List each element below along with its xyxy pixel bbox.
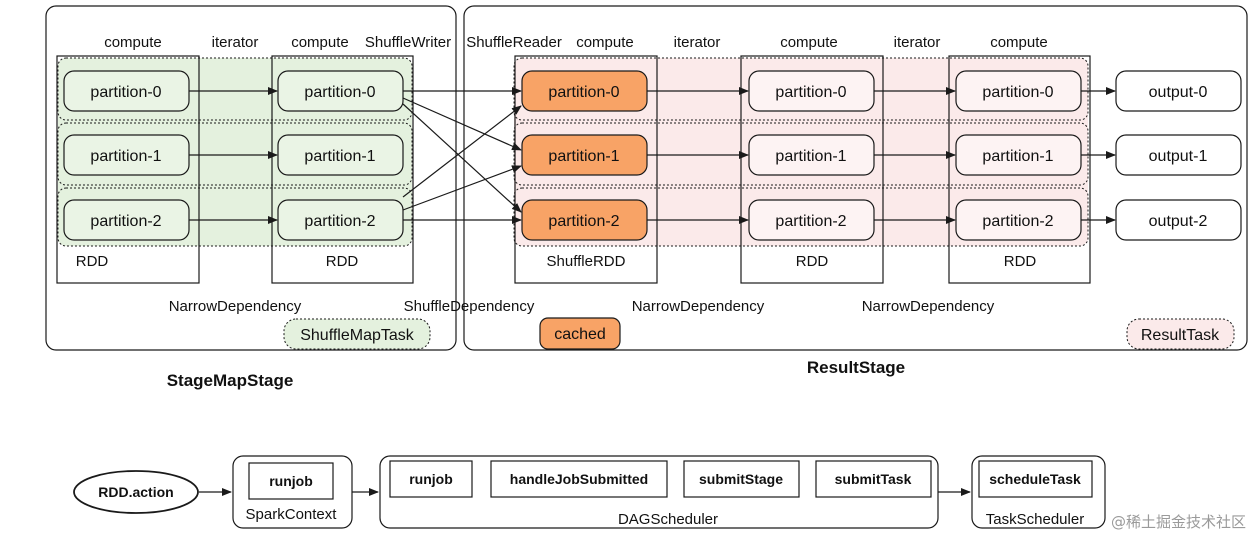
label-iterator-2: iterator <box>674 34 721 51</box>
svg-text:partition-0: partition-0 <box>90 84 161 101</box>
rdd-box-2 <box>271 55 414 284</box>
output-node: output-0 <box>1115 70 1242 112</box>
partition-node: partition-1 <box>277 134 404 176</box>
shuffle-map-task-badge: ShuffleMapTask <box>283 318 431 350</box>
svg-text:partition-2: partition-2 <box>304 213 375 230</box>
svg-text:partition-1: partition-1 <box>548 148 619 165</box>
svg-text:partition-2: partition-2 <box>548 213 619 230</box>
rdd-label: RDD <box>326 253 359 270</box>
map-stage-title: StageMapStage <box>167 371 294 390</box>
label-compute-4: compute <box>780 34 838 51</box>
svg-text:partition-0: partition-0 <box>304 84 375 101</box>
svg-text:partition-0: partition-0 <box>548 84 619 101</box>
narrow-dependency-label: NarrowDependency <box>169 298 302 315</box>
output-node: output-1 <box>1115 134 1242 176</box>
dag-scheduler-label: DAGScheduler <box>618 511 718 528</box>
rdd-box-4 <box>740 55 884 284</box>
svg-text:partition-0: partition-0 <box>982 84 1053 101</box>
partition-node: partition-0 <box>955 70 1082 112</box>
runjob-dag-label: runjob <box>409 471 453 487</box>
svg-text:output-1: output-1 <box>1149 148 1208 165</box>
output-node: output-2 <box>1115 199 1242 241</box>
svg-text:partition-1: partition-1 <box>90 148 161 165</box>
shuffle-rdd-label: ShuffleRDD <box>547 253 626 270</box>
svg-text:partition-2: partition-2 <box>90 213 161 230</box>
svg-text:partition-1: partition-1 <box>304 148 375 165</box>
svg-text:partition-2: partition-2 <box>775 213 846 230</box>
svg-text:partition-2: partition-2 <box>982 213 1053 230</box>
cached-badge: cached <box>539 317 621 350</box>
submit-task-label: submitTask <box>835 471 912 487</box>
rdd-label: RDD <box>796 253 829 270</box>
label-shuffle-writer: ShuffleWriter <box>365 34 451 51</box>
partition-node: partition-0 <box>63 70 190 112</box>
spark-context-label: SparkContext <box>246 506 338 523</box>
partition-node: partition-0 <box>277 70 404 112</box>
label-iterator-3: iterator <box>894 34 941 51</box>
label-iterator-1: iterator <box>212 34 259 51</box>
svg-text:RDD.action: RDD.action <box>98 484 173 500</box>
submit-stage-label: submitStage <box>699 471 783 487</box>
label-compute-2: compute <box>291 34 349 51</box>
handle-job-submitted-label: handleJobSubmitted <box>510 471 648 487</box>
schedule-task-label: scheduleTask <box>989 471 1081 487</box>
svg-text:partition-1: partition-1 <box>982 148 1053 165</box>
label-compute-5: compute <box>990 34 1048 51</box>
dag-scheduler-box: runjob handleJobSubmitted submitStage su… <box>379 455 939 529</box>
partition-node: partition-2 <box>277 199 404 241</box>
shuffle-dependency-label: ShuffleDependency <box>404 298 535 315</box>
label-compute-3: compute <box>576 34 634 51</box>
partition-node: partition-0 <box>748 70 875 112</box>
task-scheduler-label: TaskScheduler <box>986 511 1084 528</box>
svg-text:output-2: output-2 <box>1149 213 1208 230</box>
runjob-sc-label: runjob <box>269 473 313 489</box>
rdd-action-node: RDD.action <box>73 470 199 514</box>
rdd-label: RDD <box>76 253 109 270</box>
svg-text:ResultTask: ResultTask <box>1141 327 1220 344</box>
label-shuffle-reader: ShuffleReader <box>466 34 562 51</box>
svg-text:partition-0: partition-0 <box>775 84 846 101</box>
watermark: @稀土掘金技术社区 <box>1111 513 1246 531</box>
rdd-box-5 <box>948 55 1091 284</box>
rdd-label: RDD <box>1004 253 1037 270</box>
svg-text:ShuffleMapTask: ShuffleMapTask <box>300 327 415 344</box>
partition-node: partition-2 <box>748 199 875 241</box>
cached-partition-node: partition-0 <box>521 70 648 112</box>
partition-node: partition-1 <box>63 134 190 176</box>
svg-text:partition-1: partition-1 <box>775 148 846 165</box>
narrow-dependency-label: NarrowDependency <box>632 298 765 315</box>
svg-text:cached: cached <box>554 326 606 343</box>
result-task-badge: ResultTask <box>1126 318 1235 350</box>
partition-node: partition-2 <box>955 199 1082 241</box>
cached-partition-node: partition-2 <box>521 199 648 241</box>
partition-node: partition-2 <box>63 199 190 241</box>
partition-node: partition-1 <box>955 134 1082 176</box>
task-scheduler-box: scheduleTask TaskScheduler <box>971 455 1106 529</box>
dependency-arrows <box>189 87 1116 224</box>
rdd-box-1 <box>56 55 200 284</box>
result-stage-title: ResultStage <box>807 358 905 377</box>
svg-text:output-0: output-0 <box>1149 84 1208 101</box>
label-compute-1: compute <box>104 34 162 51</box>
cached-partition-node: partition-1 <box>521 134 648 176</box>
narrow-dependency-label: NarrowDependency <box>862 298 995 315</box>
spark-context-box: runjob SparkContext <box>232 455 353 529</box>
partition-node: partition-1 <box>748 134 875 176</box>
